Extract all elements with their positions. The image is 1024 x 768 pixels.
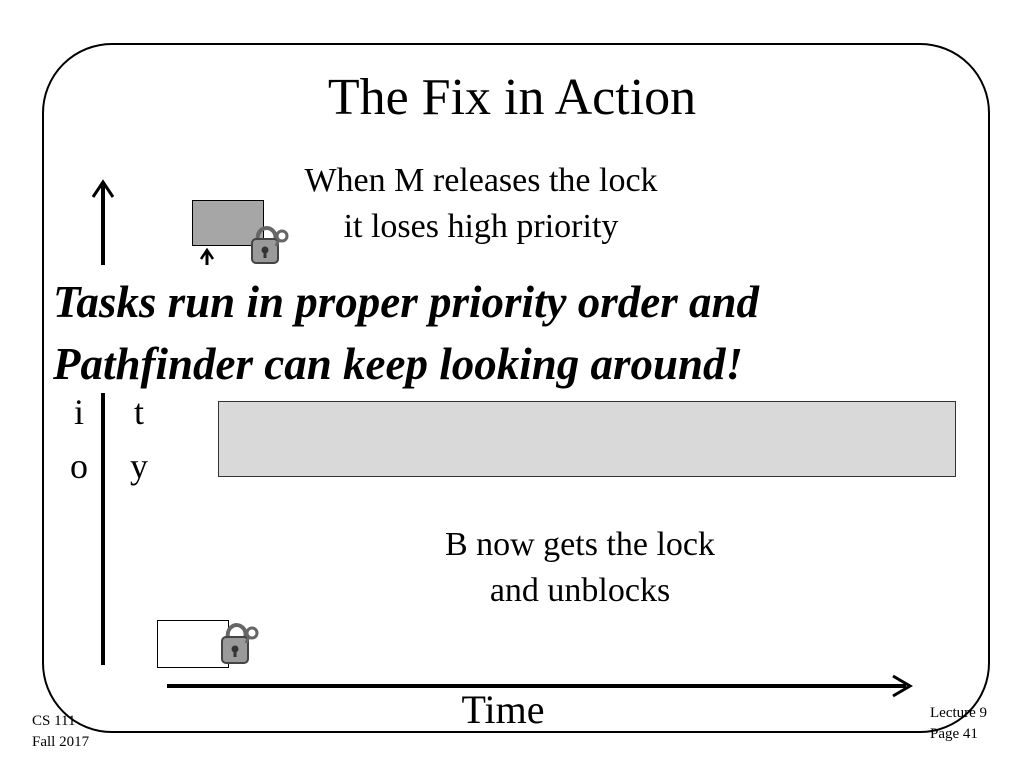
time-axis-label: Time (461, 687, 545, 732)
footer-term: Fall 2017 (32, 734, 90, 750)
y-axis-letter-i: i (73, 392, 84, 432)
slide-frame (42, 43, 990, 733)
slide-title: The Fix in Action (327, 69, 697, 126)
highlight-overlay (44, 265, 924, 393)
task-running-bar (218, 401, 956, 477)
footer-left: CS 111 Fall 2017 (32, 711, 89, 753)
y-axis-letter-y: y (130, 446, 148, 486)
footer-page: Page 41 (930, 726, 978, 742)
task-m-high-priority-box (192, 200, 264, 246)
task-b-box (157, 620, 229, 668)
footer-right: Lecture 9 Page 41 (930, 703, 987, 745)
priority-step-arrowhead (199, 247, 215, 260)
footer-course: CS 111 (32, 713, 76, 729)
time-axis-arrowhead (892, 674, 913, 698)
y-axis-letter-t: t (133, 392, 144, 432)
caption-b-line-2: and unblocks (489, 572, 671, 609)
caption-b-gets-lock: B now gets the lock and unblocks (380, 522, 780, 614)
padlock-icon (221, 623, 259, 664)
overlay-line-2: Pathfinder can keep looking around! (53, 339, 744, 389)
y-axis-letter-o: o (70, 446, 88, 486)
padlock-icon (251, 226, 289, 264)
footer-lecture: Lecture 9 (930, 705, 988, 721)
priority-axis-arrowhead (91, 179, 115, 198)
caption-m-releases-lock: When M releases the lock it loses high p… (304, 162, 658, 245)
overlay-line-1: Tasks run in proper priority order and (53, 277, 760, 327)
caption-b-line-1: B now gets the lock (444, 526, 716, 563)
